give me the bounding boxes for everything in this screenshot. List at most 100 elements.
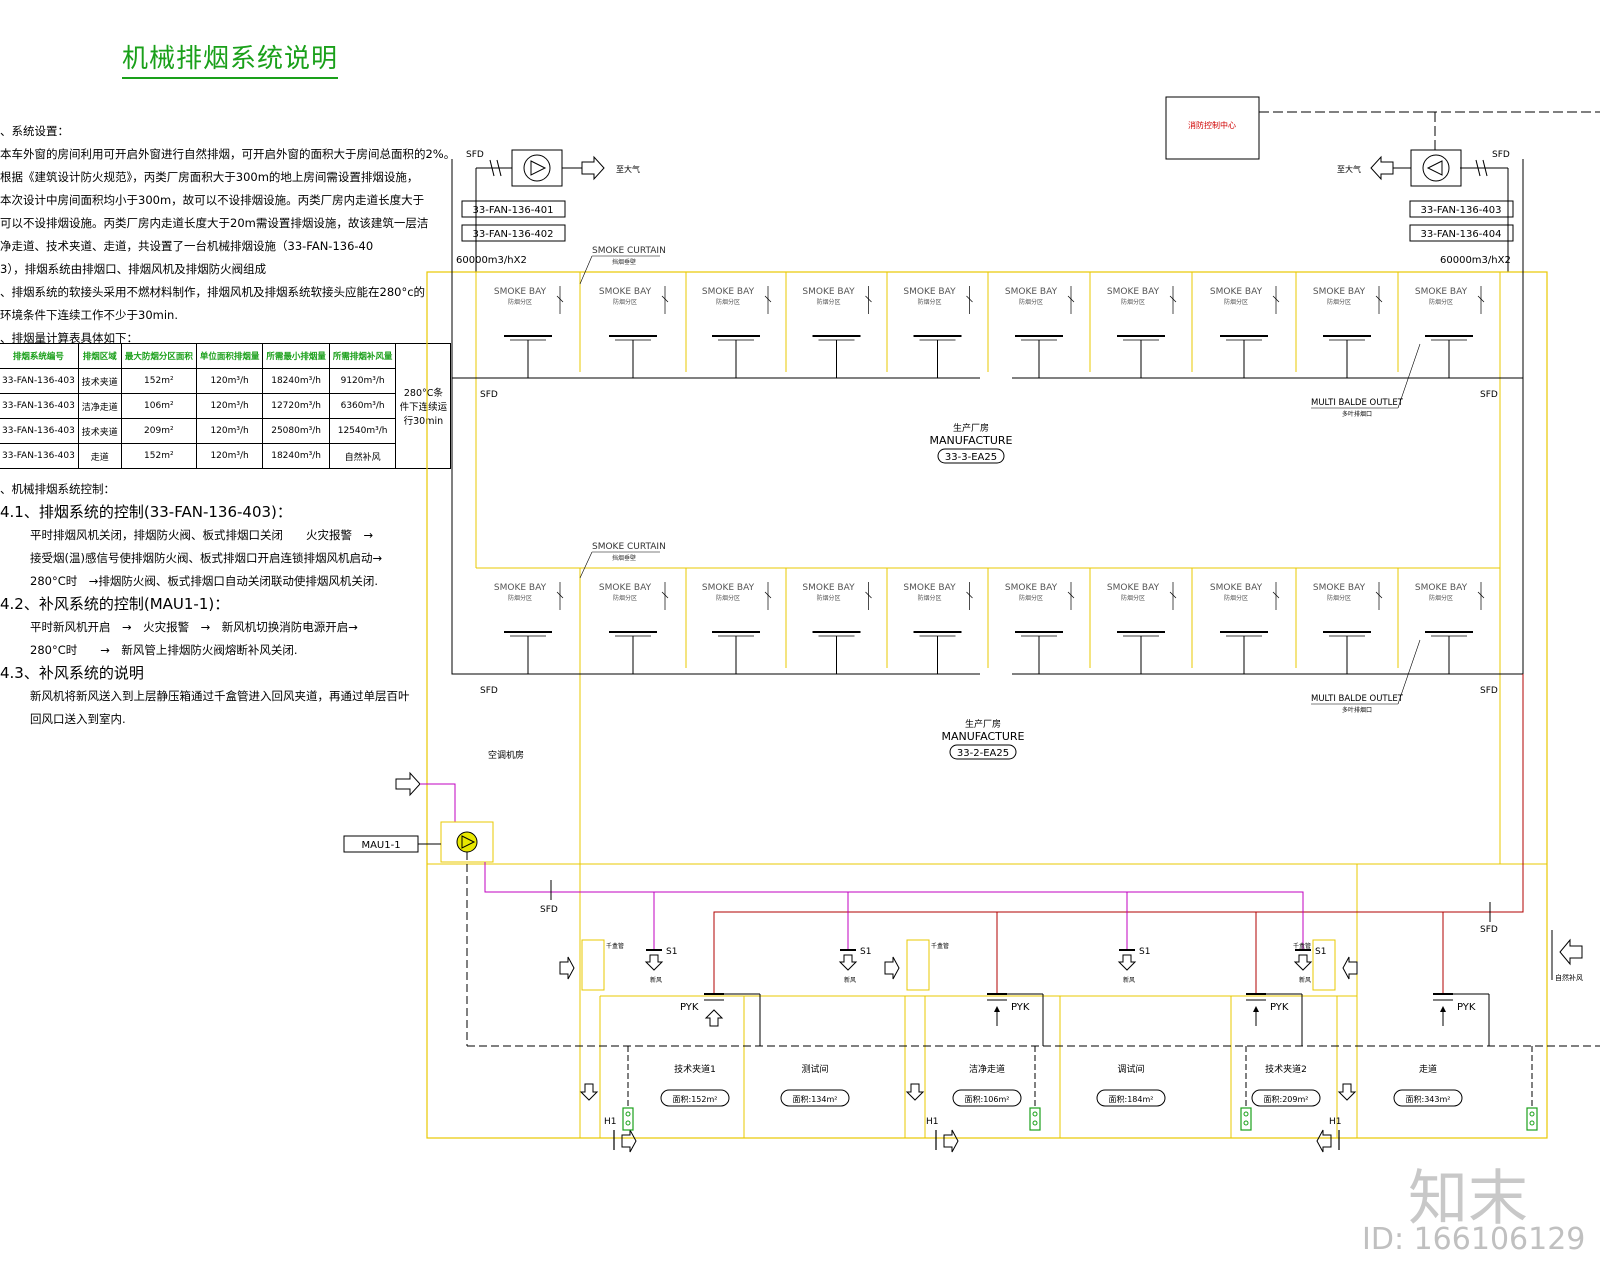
table-header: 排烟系统编号 — [0, 343, 79, 369]
control-line: 280°C时 →排烟防火阀、板式排烟口自动关闭联动使排烟风机关闭. — [30, 574, 379, 588]
smoke-curtain-label: SMOKE CURTAIN — [592, 246, 666, 256]
sleeve-box — [1312, 939, 1336, 991]
bay-curtain — [1375, 591, 1383, 599]
sfd-label: SFD — [1480, 390, 1498, 400]
sfd-label: SFD — [1492, 150, 1510, 160]
right-arrow-icon — [943, 1129, 959, 1153]
leader-line — [1397, 639, 1421, 705]
floor2-en: MANUFACTURE — [942, 730, 1025, 743]
room-name: 测试间 — [801, 1063, 828, 1075]
smoke-bay-label: SMOKE BAY — [494, 287, 547, 297]
outdoor-label: 至大气 — [1337, 164, 1361, 174]
fan-tag-box — [1409, 224, 1514, 242]
fresh-air-duct — [420, 783, 456, 822]
room-area-box — [1096, 1089, 1166, 1107]
qianhe-label: 千盒管 — [1293, 942, 1311, 950]
smoke-bay-cn: 防烟分区 — [716, 298, 740, 306]
room-area-box — [1251, 1089, 1321, 1107]
smoke-bay-label: SMOKE BAY — [1005, 287, 1058, 297]
mau-tag: MAU1-1 — [361, 840, 400, 851]
smoke-bay-cn: 防烟分区 — [1019, 594, 1043, 602]
fan-tag: 33-FAN-136-403 — [1421, 205, 1502, 216]
table-cell: 209m² — [120, 418, 197, 444]
fan-icon — [1422, 154, 1450, 182]
room-area-box — [660, 1089, 730, 1107]
down-arrow-icon — [644, 954, 664, 971]
newair-label: 新风 — [1299, 976, 1311, 984]
note-line: 本次设计中房间面积均小于300m，故可以不设排烟设施。丙类厂房内走道长度大于 — [0, 193, 425, 207]
fire-damper — [496, 159, 502, 177]
bay-curtain — [1067, 295, 1075, 303]
right-arrow-icon — [621, 1129, 637, 1153]
s1-label: S1 — [1139, 947, 1150, 957]
floor2-code-box — [949, 744, 1017, 760]
control-line: 平时排烟风机关闭，排烟防火阀、板式排烟口关闭 火灾报警 → — [30, 528, 374, 542]
smoke-bay-cn: 防烟分区 — [1224, 298, 1248, 306]
sfd-label: SFD — [480, 390, 498, 400]
room-name: 调试间 — [1117, 1063, 1144, 1075]
fan-icon — [461, 835, 476, 849]
pyk-label: PYK — [680, 1002, 699, 1013]
smoke-bay-label: SMOKE BAY — [702, 287, 755, 297]
bay-curtain — [1169, 295, 1177, 303]
smoke-detector-icon — [1243, 1120, 1249, 1126]
right-arrow-icon — [1316, 1129, 1332, 1153]
leader-line — [1397, 343, 1421, 409]
smoke-bay-cn: 防烟分区 — [917, 594, 941, 602]
smoke-bay-cn: 防烟分区 — [716, 594, 740, 602]
smoke-bay-label: SMOKE BAY — [802, 583, 855, 593]
outlet-label: MULTI BALDE OUTLET — [1311, 398, 1404, 408]
bay-curtain — [1169, 591, 1177, 599]
smoke-bay-label: SMOKE BAY — [903, 287, 956, 297]
exhaust-main-duct — [1012, 378, 1524, 675]
smoke-bay-cn: 防烟分区 — [816, 594, 840, 602]
fresh-air-duct — [484, 862, 1304, 935]
room-area: 面积:106m² — [965, 1094, 1010, 1104]
up-arrow-icon — [994, 1006, 1000, 1012]
room-area: 面积:343m² — [1406, 1094, 1451, 1104]
bay-curtain — [1272, 591, 1280, 599]
table-cell: 120m³/h — [195, 443, 264, 469]
room-name: 技术夹道2 — [1265, 1063, 1307, 1075]
smoke-bay-label: SMOKE BAY — [903, 583, 956, 593]
bay-curtain — [556, 295, 564, 303]
fan-tag-box — [461, 224, 566, 242]
smoke-curtain-label: SMOKE CURTAIN — [592, 542, 666, 552]
note-line: 环境条件下连续工作不少于30min. — [0, 308, 178, 322]
smoke-bay-cn: 防烟分区 — [1327, 594, 1351, 602]
outlet-label-cn: 多叶排烟口 — [1342, 706, 1372, 714]
smoke-detector-icon — [622, 1107, 634, 1131]
sfd-label: SFD — [466, 150, 484, 160]
smoke-calc-table: 排烟系统编号 排烟区域 最大防烟分区面积 单位面积排烟量 所需最小排烟量 所需排… — [0, 343, 452, 469]
h1-label: H1 — [604, 1117, 617, 1127]
floor2-cn: 生产厂房 — [965, 718, 1001, 730]
bay-curtain — [1067, 591, 1075, 599]
newair-label: 新风 — [650, 976, 662, 984]
smoke-curtain-cn: 挡烟垂壁 — [612, 554, 636, 562]
fan-tag: 33-FAN-136-401 — [473, 205, 554, 216]
down-arrow-icon — [838, 954, 858, 971]
control-center-box — [1165, 96, 1260, 160]
bay-curtain — [764, 591, 772, 599]
control-line: 新风机将新风送入到上层静压箱通过千盒管进入回风夹道，再通过单层百叶 — [30, 689, 410, 703]
smoke-detector-icon — [1029, 1107, 1041, 1131]
smoke-bay-label: SMOKE BAY — [702, 583, 755, 593]
watermark-id: ID: 166106129 — [1362, 1222, 1586, 1257]
page-title: 机械排烟系统说明 — [122, 38, 339, 79]
smoke-bay-cn: 防烟分区 — [1224, 594, 1248, 602]
return-arrow-icon — [559, 956, 575, 980]
outlet-arrow-icon — [581, 155, 605, 181]
fan-tag-box — [461, 200, 566, 218]
bay-curtain — [764, 295, 772, 303]
leader-line — [579, 551, 593, 579]
note-line: 净走道、技术夹道、走道，共设置了一台机械排烟设施（33-FAN-136-40 — [0, 239, 374, 253]
h1-label: H1 — [1329, 1117, 1342, 1127]
smoke-bay-label: SMOKE BAY — [802, 287, 855, 297]
sfd-label: SFD — [1480, 686, 1498, 696]
newair-label: 新风 — [1123, 976, 1135, 984]
bay-curtain — [966, 295, 973, 303]
table-row: 33-FAN-136-403 技术夹道 209m² 120m³/h 25080m… — [0, 418, 451, 444]
